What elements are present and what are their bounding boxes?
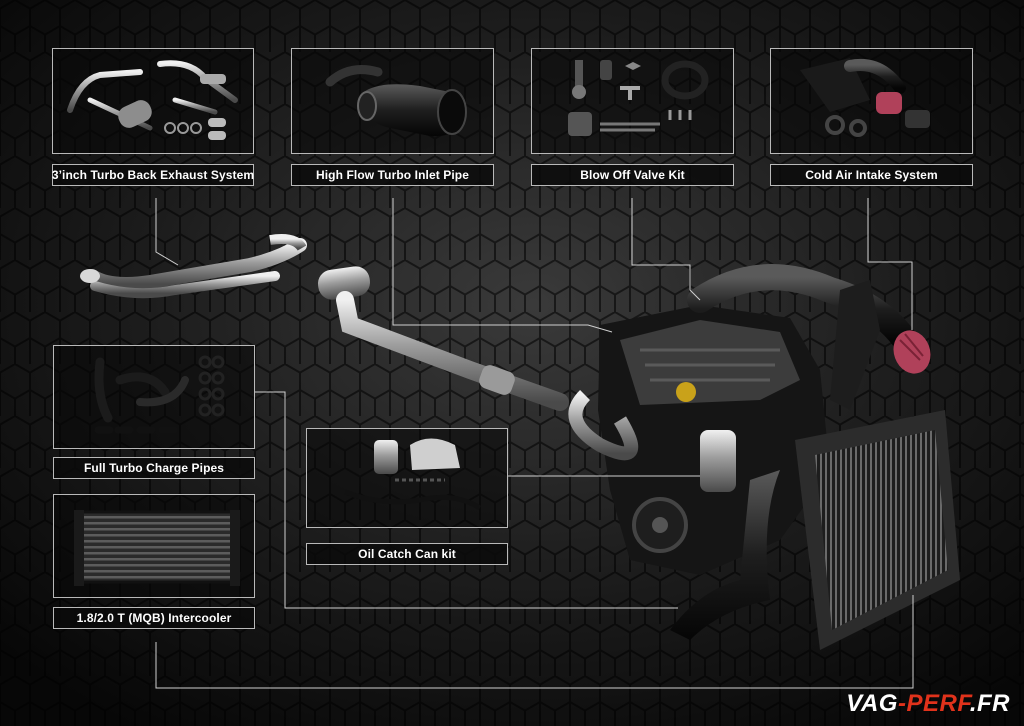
- watermark-part2: -PERF: [897, 690, 970, 717]
- bov-label: Blow Off Valve Kit: [531, 164, 734, 186]
- leader-lines: [155, 198, 914, 689]
- charge-pipes-thumbnail: [94, 355, 225, 434]
- charge-pipes-label: Full Turbo Charge Pipes: [53, 457, 255, 479]
- intake-label: Cold Air Intake System: [770, 164, 973, 186]
- intake-thumbnail: [800, 58, 930, 137]
- intercooler-thumbnail: [74, 510, 240, 586]
- catch-can-thumbnail: [344, 438, 482, 511]
- site-watermark: VAG-PERF.FR: [846, 690, 1010, 718]
- engine-assembly: [80, 234, 960, 650]
- exhaust-label: 3’inch Turbo Back Exhaust System: [52, 164, 254, 186]
- watermark-part3: .FR: [969, 690, 1010, 717]
- watermark-part1: VAG: [846, 690, 898, 717]
- inlet-pipe-thumbnail: [325, 65, 467, 137]
- inlet-pipe-label: High Flow Turbo Inlet Pipe: [291, 164, 494, 186]
- bov-thumbnail: [568, 60, 709, 136]
- intercooler-label: 1.8/2.0 T (MQB) Intercooler: [53, 607, 255, 629]
- catch-can-panel: [306, 428, 508, 528]
- catch-can-label: Oil Catch Can kit: [306, 543, 508, 565]
- exhaust-thumbnail: [67, 60, 238, 140]
